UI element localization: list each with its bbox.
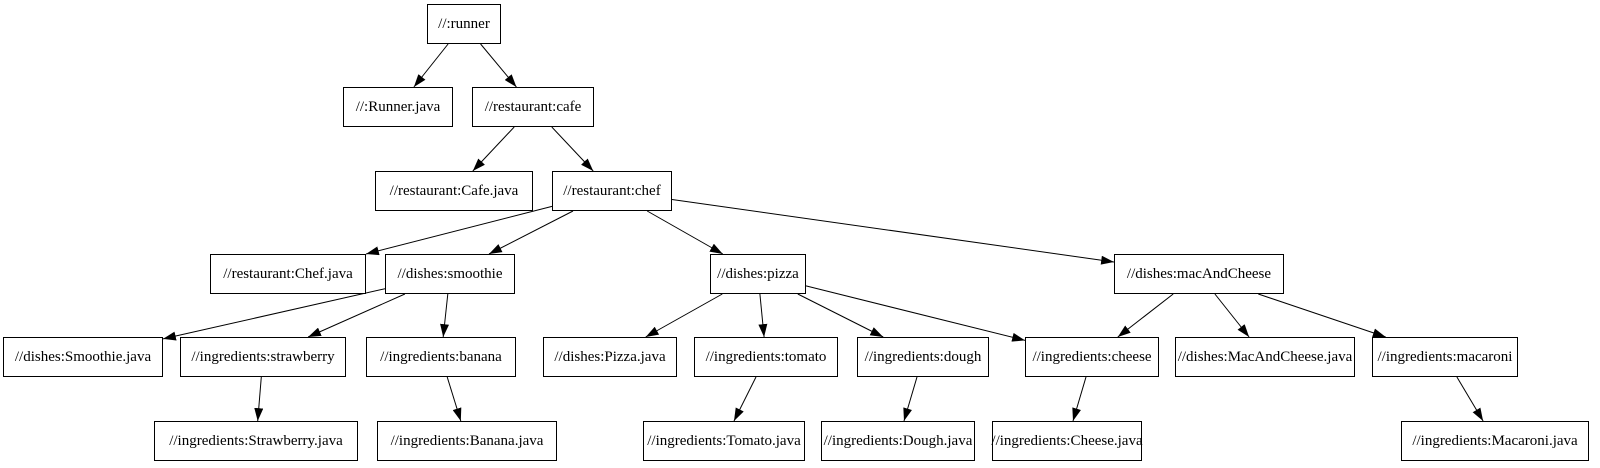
graph-node-banana_java: //ingredients:Banana.java bbox=[377, 421, 557, 461]
edge-cafe-to-cafe_java bbox=[472, 126, 515, 172]
edge-tomato-to-tomato_java bbox=[733, 376, 757, 422]
graph-node-macaroni: //ingredients:macaroni bbox=[1372, 337, 1518, 377]
edge-macandcheese-to-macandcheese_java bbox=[1214, 293, 1250, 338]
edge-pizza-to-tomato bbox=[758, 293, 768, 338]
graph-node-cafe_java: //restaurant:Cafe.java bbox=[375, 171, 533, 211]
edge-pizza-to-pizza_java bbox=[645, 293, 723, 338]
edge-cafe-to-chef bbox=[551, 126, 594, 172]
graph-node-dough: //ingredients:dough bbox=[857, 337, 989, 377]
graph-node-pizza_java: //dishes:Pizza.java bbox=[543, 337, 677, 377]
edge-dough-to-dough_java bbox=[903, 376, 918, 422]
graph-node-cheese: //ingredients:cheese bbox=[1025, 337, 1159, 377]
graph-node-chef: //restaurant:chef bbox=[552, 171, 672, 211]
edge-banana-to-banana_java bbox=[446, 376, 462, 422]
graph-node-macaroni_java: //ingredients:Macaroni.java bbox=[1401, 421, 1589, 461]
edge-pizza-to-dough bbox=[797, 293, 884, 338]
graph-node-strawberry_java: //ingredients:Strawberry.java bbox=[154, 421, 358, 461]
edge-macandcheese-to-macaroni bbox=[1258, 293, 1386, 338]
graph-node-chef_java: //restaurant:Chef.java bbox=[210, 254, 366, 294]
graph-node-tomato_java: //ingredients:Tomato.java bbox=[643, 421, 805, 461]
graph-node-macandcheese: //dishes:macAndCheese bbox=[1114, 254, 1284, 294]
edge-chef-to-macandcheese bbox=[671, 199, 1115, 265]
edge-strawberry-to-strawberry_java bbox=[254, 376, 264, 422]
graph-node-macandcheese_java: //dishes:MacAndCheese.java bbox=[1175, 337, 1355, 377]
graph-node-runner: //:runner bbox=[427, 4, 501, 44]
graph-node-pizza: //dishes:pizza bbox=[710, 254, 806, 294]
edge-smoothie-to-banana bbox=[440, 293, 450, 338]
edge-macaroni-to-macaroni_java bbox=[1456, 376, 1484, 422]
graph-node-banana: //ingredients:banana bbox=[366, 337, 516, 377]
graph-node-smoothie_java: //dishes:Smoothie.java bbox=[3, 337, 163, 377]
edge-chef-to-chef_java bbox=[365, 205, 553, 256]
graph-node-runner_java: //:Runner.java bbox=[343, 87, 453, 127]
edge-runner-to-cafe bbox=[480, 43, 517, 88]
graph-node-strawberry: //ingredients:strawberry bbox=[180, 337, 346, 377]
edge-smoothie-to-strawberry bbox=[307, 293, 406, 338]
graph-node-tomato: //ingredients:tomato bbox=[694, 337, 838, 377]
edge-chef-to-pizza bbox=[646, 210, 724, 255]
graph-node-smoothie: //dishes:smoothie bbox=[385, 254, 515, 294]
edge-macandcheese-to-cheese bbox=[1117, 293, 1174, 338]
graph-node-dough_java: //ingredients:Dough.java bbox=[821, 421, 975, 461]
edge-chef-to-smoothie bbox=[488, 210, 574, 255]
edge-smoothie-to-smoothie_java bbox=[162, 288, 386, 341]
edge-runner-to-runner_java bbox=[413, 43, 449, 88]
graph-node-cafe: //restaurant:cafe bbox=[472, 87, 594, 127]
graph-node-cheese_java: //ingredients:Cheese.java bbox=[991, 421, 1143, 461]
edge-cheese-to-cheese_java bbox=[1072, 376, 1087, 422]
edge-pizza-to-cheese bbox=[805, 285, 1026, 342]
